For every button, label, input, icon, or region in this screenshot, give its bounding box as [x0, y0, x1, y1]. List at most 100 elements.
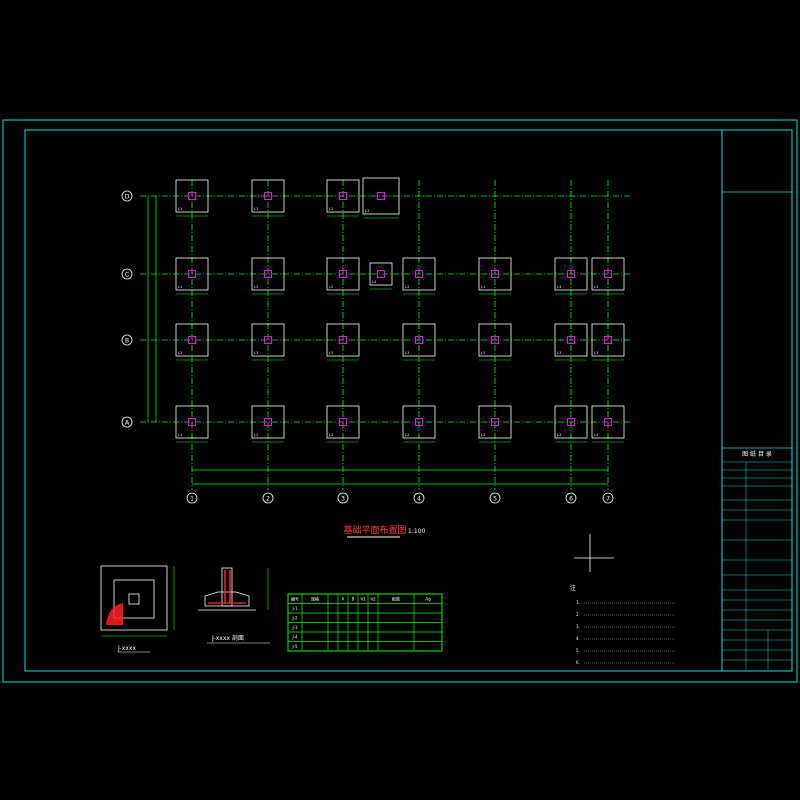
axis-bubble-D: [121, 190, 133, 202]
footing: J-1: [251, 179, 285, 217]
table-header-cell: 规格: [311, 596, 319, 602]
column-outline: [491, 336, 499, 344]
axis-label-5: 5: [493, 496, 497, 503]
footing-outline: [251, 405, 285, 439]
note-item: 4.: [576, 636, 580, 641]
column-outline: [567, 336, 575, 344]
footing: J-3: [554, 405, 588, 443]
table-cell: J-2: [291, 616, 297, 621]
axis-label-1: 1: [190, 496, 194, 503]
column-outline: [188, 418, 196, 426]
column-outline: [567, 270, 575, 278]
axis-bubble-2: [262, 492, 274, 504]
footing: J-3: [554, 323, 588, 361]
column-outline: [264, 270, 272, 278]
footing-outline: [251, 323, 285, 357]
column-outline: [264, 336, 272, 344]
axis-bubble-B: [121, 334, 133, 346]
footing-outline: [402, 257, 436, 291]
footing-tag: J-1: [177, 433, 182, 437]
detail-footing-section: J-xxxx 剖面: [198, 567, 270, 644]
plan-title: 基础平面布置图: [343, 524, 406, 536]
note-item: 1.: [576, 600, 580, 605]
footing: J-3: [554, 257, 588, 295]
column-outline: [264, 192, 272, 200]
column-outline: [339, 418, 347, 426]
footing-outline: [175, 323, 209, 357]
footing: J-2: [175, 323, 209, 361]
footing-outline: [554, 323, 588, 357]
column-outline: [264, 418, 272, 426]
detail-2-label: J-xxxx 剖面: [211, 634, 244, 642]
table-header-cell: 编号: [291, 596, 299, 602]
detail-footing-plan: J-xxxx: [100, 565, 175, 653]
footing-tag: J-2: [328, 285, 333, 289]
column-outline: [491, 418, 499, 426]
outer-frame: [2, 119, 798, 683]
axis-label-7: 7: [606, 496, 610, 503]
footing-tag: J-3: [328, 351, 333, 355]
footing-outline: [326, 179, 360, 213]
column-outline: [604, 418, 612, 426]
footing-tag: J-3: [593, 351, 598, 355]
footing-tag: J-2: [328, 207, 333, 211]
footing-outline: [175, 179, 209, 213]
axis-bubble-6: [565, 492, 577, 504]
axis-bubble-3: [337, 492, 349, 504]
footing-outline: [175, 405, 209, 439]
axis-label-C: C: [125, 272, 129, 279]
column-outline: [415, 270, 423, 278]
footing-tag: J-1: [253, 207, 258, 211]
column-outline: [377, 270, 385, 278]
column-outline: [415, 418, 423, 426]
axis-label-2: 2: [266, 496, 270, 503]
footing-outline: [175, 257, 209, 291]
footing: J-2: [326, 405, 360, 443]
footing: J-3: [591, 323, 625, 361]
footing-outline: [591, 405, 625, 439]
footing-outline: [591, 257, 625, 291]
footing-outline: [478, 405, 512, 439]
notes-heading: 注: [570, 584, 576, 592]
footing-tag: J-3: [364, 209, 369, 213]
footing-tag: J-2: [253, 433, 258, 437]
footing-tag: J-3: [404, 351, 409, 355]
column-outline: [188, 192, 196, 200]
footing: J-1: [175, 405, 209, 443]
footing: J-3: [478, 323, 512, 361]
footing-tag: J-2: [480, 433, 485, 437]
column-outline: [377, 192, 385, 200]
axis-bubble-C: [121, 268, 133, 280]
footing: J-2: [251, 405, 285, 443]
footing: J-3: [591, 405, 625, 443]
footing-tag: J-2: [404, 285, 409, 289]
footing-outline: [326, 257, 360, 291]
column-outline: [604, 336, 612, 344]
footing: J-2: [326, 179, 360, 217]
footing: J-2: [251, 257, 285, 295]
footing-tag: J-1: [177, 207, 182, 211]
footing: J-3: [402, 323, 436, 361]
footing: J-1: [478, 257, 512, 295]
footing-outline: [402, 323, 436, 357]
column-outline: [339, 192, 347, 200]
column-outline: [491, 270, 499, 278]
table-header-cell: A: [342, 597, 345, 602]
detail-1-label: J-xxxx: [117, 645, 136, 652]
footing-outline: [402, 405, 436, 439]
title-block: 图 纸 目 录: [722, 191, 792, 671]
footing-tag: J-2: [328, 433, 333, 437]
column-outline: [567, 418, 575, 426]
footing-tag: J-3: [593, 433, 598, 437]
footing-tag: J-1: [177, 285, 182, 289]
table-header-cell: h1: [360, 597, 366, 602]
footing-tag: J-2: [253, 285, 258, 289]
footing-tag: J-3: [556, 351, 561, 355]
footing: J-2: [402, 405, 436, 443]
footing: J-4: [369, 262, 393, 290]
title-block-heading: 图 纸 目 录: [742, 450, 772, 458]
footing: J-2: [402, 257, 436, 295]
note-item: 3.: [576, 624, 580, 629]
footing: J-3: [591, 257, 625, 295]
axis-bubble-1: [186, 492, 198, 504]
